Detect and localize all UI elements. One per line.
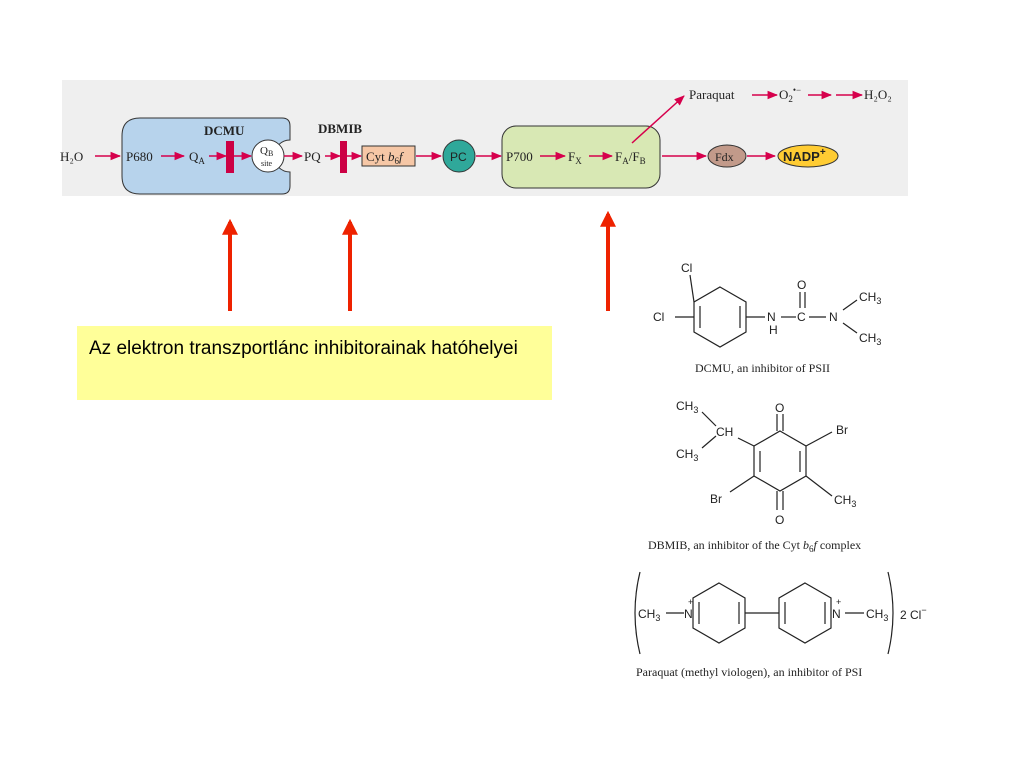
h2o-label: H₂O — [60, 149, 83, 164]
fa-fb-label: FA/FB — [615, 149, 646, 166]
paraquat-n-right: N — [832, 607, 841, 621]
dbmib-ch3-bottom: CH3 — [676, 447, 698, 463]
qa-label: QA — [189, 149, 205, 166]
dcmu-block-bar — [226, 141, 234, 173]
paraquat-ch3-left: CH3 — [638, 607, 660, 623]
paraquat-atoms: CH3 N + N + CH3 2 Cl− — [638, 597, 927, 623]
dbmib-site-label: DBMIB — [318, 121, 362, 136]
pc-label: PC — [450, 150, 467, 164]
paraquat-caption: Paraquat (methyl viologen), an inhibitor… — [636, 665, 862, 679]
psii-complex — [121, 117, 291, 195]
dcmu-site-label: DCMU — [204, 123, 245, 138]
dcmu-atoms: Cl Cl N H C O N CH3 CH3 — [653, 261, 881, 347]
pq-label: PQ — [304, 149, 321, 164]
paraquat-plus-right: + — [836, 597, 841, 607]
superoxide-label: O2•− — [779, 85, 801, 104]
fx-label: FX — [568, 149, 582, 166]
dcmu-cl-top: Cl — [681, 261, 692, 275]
dbmib-br-left: Br — [710, 492, 722, 506]
dcmu-n-amide: N — [767, 310, 776, 324]
p700-label: P700 — [506, 149, 533, 164]
fdx-oval — [707, 144, 747, 168]
dbmib-ch3-right: CH3 — [834, 493, 856, 509]
dbmib-o-top: O — [775, 401, 784, 415]
dcmu-cl-left: Cl — [653, 310, 664, 324]
p680-label: P680 — [126, 149, 153, 164]
dbmib-ch: CH — [716, 425, 733, 439]
dcmu-ch3-b: CH3 — [859, 331, 881, 347]
dcmu-c: C — [797, 310, 806, 324]
inhibitor-sites-caption: Az elektron transzportlánc inhibitoraina… — [77, 326, 552, 400]
chain-arrows — [95, 90, 864, 161]
dbmib-o-bottom: O — [775, 513, 784, 527]
qb-label: QB — [260, 145, 273, 158]
dcmu-o: O — [797, 278, 806, 292]
paraquat-n-left: N — [684, 607, 693, 621]
h2o2-label: H₂O₂ — [864, 87, 892, 102]
dbmib-ch3-top: CH3 — [676, 399, 698, 415]
qb-site-label: site — [261, 159, 273, 168]
site-arrows — [222, 210, 616, 311]
nadp-oval — [777, 144, 839, 168]
paraquat-label: Paraquat — [689, 87, 735, 102]
dcmu-caption: DCMU, an inhibitor of PSII — [695, 361, 830, 375]
pc-circle — [442, 139, 476, 173]
dcmu-structure — [675, 274, 858, 348]
dcmu-ch3-a: CH3 — [859, 290, 881, 306]
fdx-label: Fdx — [715, 150, 734, 164]
dbmib-caption: DBMIB, an inhibitor of the Cyt b6f compl… — [648, 538, 861, 554]
cyt-b6f-label: Cyt b6f — [366, 149, 405, 166]
dbmib-structure — [701, 411, 833, 510]
dbmib-atoms: CH3 CH CH3 O Br Br CH3 O — [676, 399, 856, 527]
dcmu-h: H — [769, 323, 778, 337]
dcmu-n-dimethyl: N — [829, 310, 838, 324]
nadp-label: NADP+ — [783, 147, 826, 164]
paraquat-counterion: 2 Cl− — [900, 605, 927, 622]
dbmib-br-right: Br — [836, 423, 848, 437]
paraquat-plus-left: + — [688, 597, 693, 607]
paraquat-structure — [634, 571, 894, 655]
paraquat-ch3-right: CH3 — [866, 607, 888, 623]
cyt-b6f-box — [361, 145, 416, 167]
dbmib-block-bar — [340, 141, 347, 173]
